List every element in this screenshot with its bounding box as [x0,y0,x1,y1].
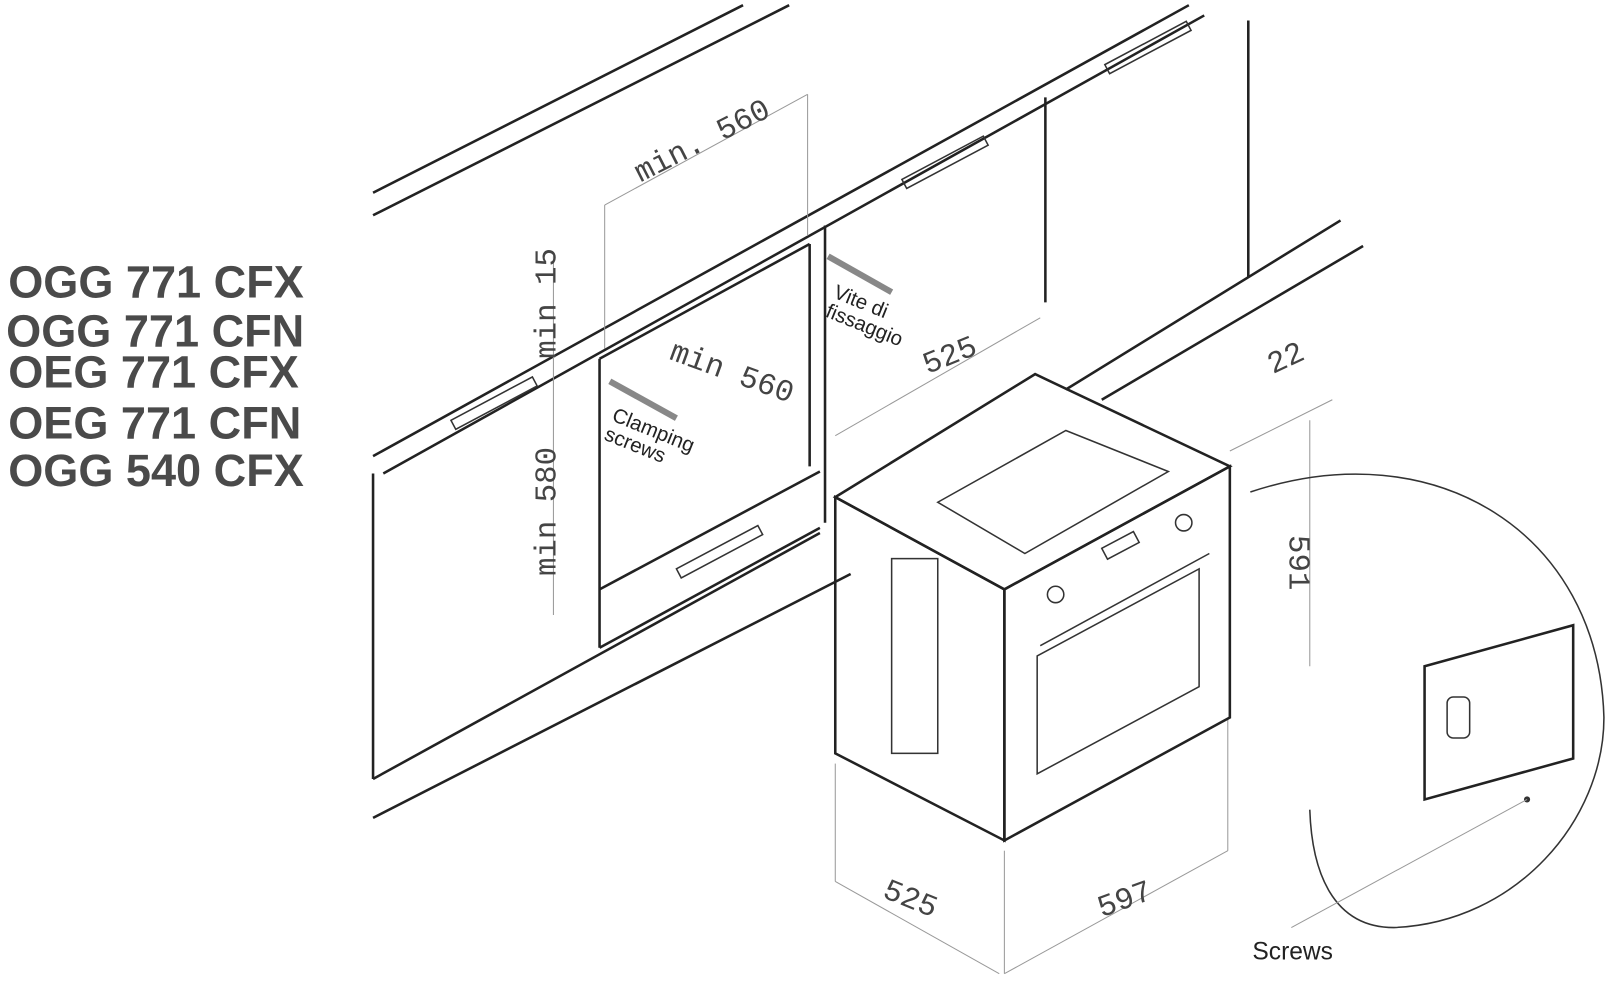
dim-oven-height: 591 [1279,535,1314,590]
vite-di-fissaggio-label: Vite di fissaggio [823,281,907,352]
dim-top-gap: min 15 [530,248,565,359]
dim-panel-offset: 22 [1262,336,1310,383]
screw-detail-inset [1250,473,1605,929]
model-name: OEG 771 CFN [8,398,301,449]
model-name: OGG 771 CFX [8,256,304,307]
model-name: OGG 771 CFN [6,305,304,356]
model-list: OGG 771 CFX OGG 771 CFN OEG 771 CFX OEG … [6,256,304,496]
model-name: OGG 540 CFX [8,445,304,496]
clamping-screws-label: Clamping screws [601,404,698,468]
dim-oven-width: 597 [1093,875,1157,927]
kitchen-cabinets [371,4,1364,820]
model-name: OEG 771 CFX [8,346,299,397]
arrow-icon [608,253,894,421]
dim-niche-depth: min 560 [665,335,798,412]
dim-oven-depth-bottom: 525 [878,874,942,927]
dim-niche-width: min. 560 [629,93,776,191]
dim-niche-height: min 580 [530,447,565,576]
oven [832,372,1233,843]
niche-dimension-lines [552,93,1333,975]
dim-oven-depth-top: 525 [918,330,982,383]
screws-label: Screws [1252,938,1333,965]
